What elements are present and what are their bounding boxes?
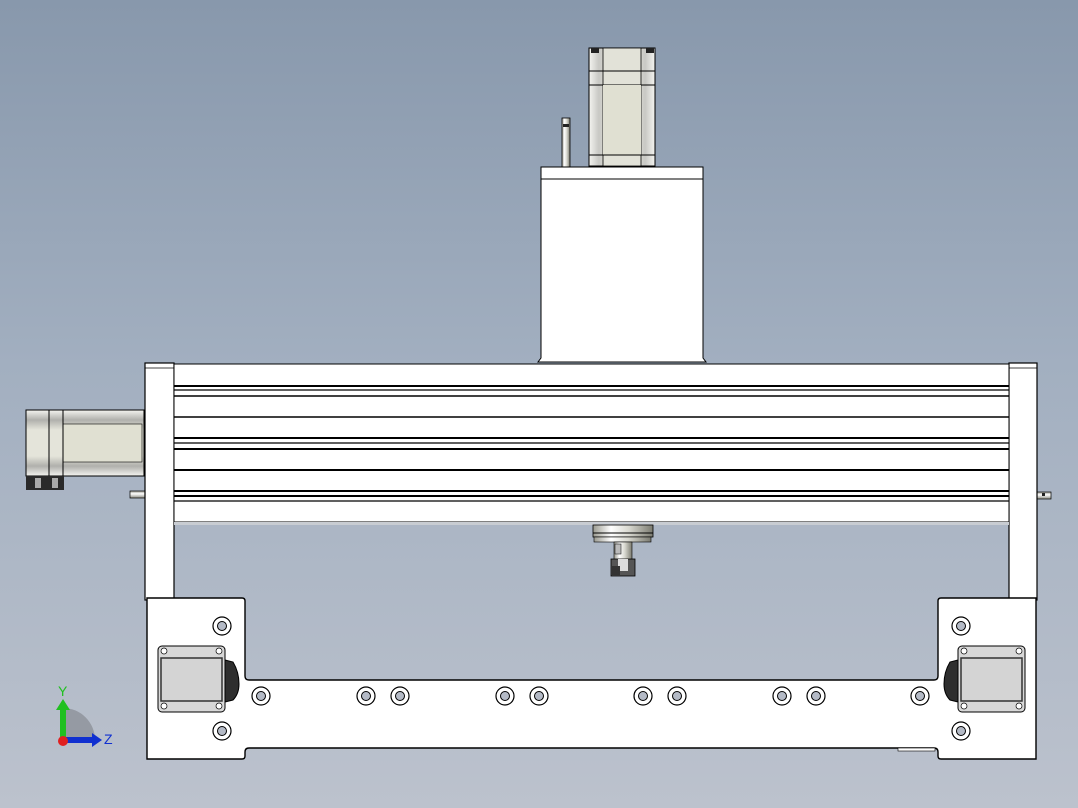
bolt-icon <box>212 616 232 636</box>
bolt-icon <box>951 616 971 636</box>
spindle-motor[interactable] <box>588 47 656 167</box>
x-axis-motor[interactable] <box>25 409 145 490</box>
bolt-icon <box>951 721 971 741</box>
triad-z-label: Z <box>104 731 113 747</box>
bolt-icon <box>667 686 687 706</box>
bolt-icon <box>390 686 410 706</box>
orientation-triad[interactable]: Y Z <box>50 684 120 754</box>
right-gantry-plate[interactable] <box>1008 362 1038 601</box>
bolt-icon <box>806 686 826 706</box>
bolt-group <box>212 616 971 741</box>
bolt-icon <box>212 721 232 741</box>
triad-axes-icon <box>56 699 102 747</box>
spindle-collet[interactable] <box>592 524 654 577</box>
left-shaft-pin <box>129 490 146 499</box>
triad-y-label: Y <box>58 683 68 699</box>
bolt-icon <box>356 686 376 706</box>
left-gantry-plate[interactable] <box>144 362 175 601</box>
bolt-icon <box>910 686 930 706</box>
right-y-motor[interactable] <box>943 645 1026 713</box>
gantry-beam[interactable] <box>173 363 1010 525</box>
bolt-icon <box>633 686 653 706</box>
bolt-icon <box>251 686 271 706</box>
z-carriage[interactable] <box>537 166 707 363</box>
left-y-motor[interactable] <box>157 645 240 713</box>
bolt-icon <box>529 686 549 706</box>
base-frame[interactable] <box>146 597 1037 760</box>
right-shaft-pin <box>1036 491 1052 500</box>
limit-switch-rod <box>561 117 571 169</box>
bolt-icon <box>495 686 515 706</box>
bolt-icon <box>772 686 792 706</box>
